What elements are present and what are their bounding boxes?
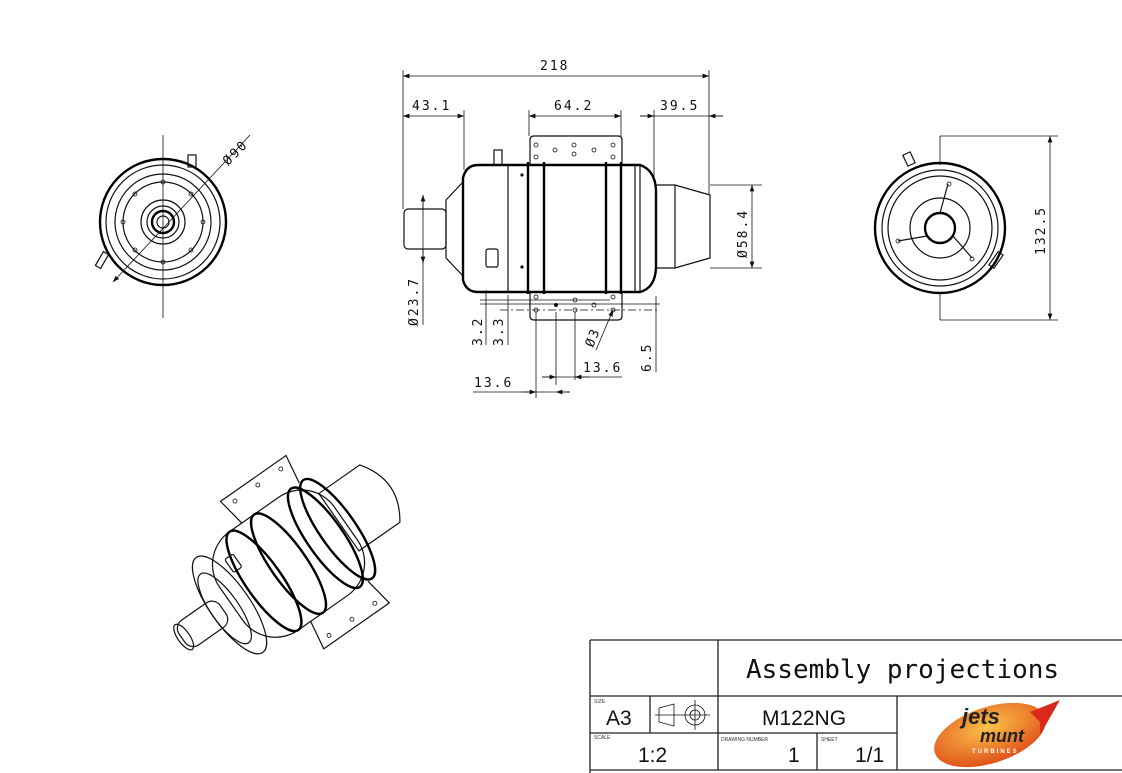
bracket-width-label: 64.2 xyxy=(554,99,593,114)
front-view: Ø90 xyxy=(94,134,252,318)
logo-text-jets: jets xyxy=(959,704,1000,729)
side-view: 218 43.1 64.2 39.5 Ø58.4 Ø23.7 3.2 3.3 Ø… xyxy=(402,59,762,398)
sheet-number: 1/1 xyxy=(855,744,884,767)
scale-label: SCALE xyxy=(594,735,611,741)
sheet-label: SHEET xyxy=(821,737,838,743)
overall-height-label: 132.5 xyxy=(1034,206,1049,255)
hole-spacing-a-label: 13.6 xyxy=(474,376,513,391)
nozzle-diameter-label: Ø58.4 xyxy=(736,209,751,258)
sheet-size: A3 xyxy=(606,707,632,730)
logo-text-munt: munt xyxy=(980,726,1025,746)
intake-diameter-label: Ø23.7 xyxy=(407,277,422,326)
drawing-number: 1 xyxy=(788,744,800,767)
hole-spacing-b-label: 13.6 xyxy=(583,361,622,376)
isometric-view xyxy=(173,454,401,655)
size-label: SIZE xyxy=(594,699,606,705)
hole-diameter-label: Ø3 xyxy=(583,326,604,350)
offset-b-label: 3.3 xyxy=(492,317,507,346)
front-outer-diameter-label: Ø90 xyxy=(220,137,251,168)
offset-a-label: 3.2 xyxy=(471,317,486,346)
logo-text-turbines: TURBINES xyxy=(972,749,1019,755)
part-name: M122NG xyxy=(762,707,846,730)
drawing-title: Assembly projections xyxy=(746,655,1059,685)
overall-length-label: 218 xyxy=(540,59,569,74)
rear-view: 132.5 xyxy=(873,135,1058,321)
title-block: Assembly projections SIZE A3 M122NG SCAL… xyxy=(589,639,1122,773)
drawing-number-label: DRAWING NUMBER xyxy=(721,737,768,743)
jetsmunt-logo: jets munt TURBINES xyxy=(934,700,1060,768)
intake-length-label: 43.1 xyxy=(412,99,451,114)
nozzle-length-label: 39.5 xyxy=(660,99,699,114)
third-angle-projection-icon xyxy=(655,700,710,730)
bracket-offset-label: 6.5 xyxy=(640,343,655,372)
scale-value: 1:2 xyxy=(638,744,667,767)
